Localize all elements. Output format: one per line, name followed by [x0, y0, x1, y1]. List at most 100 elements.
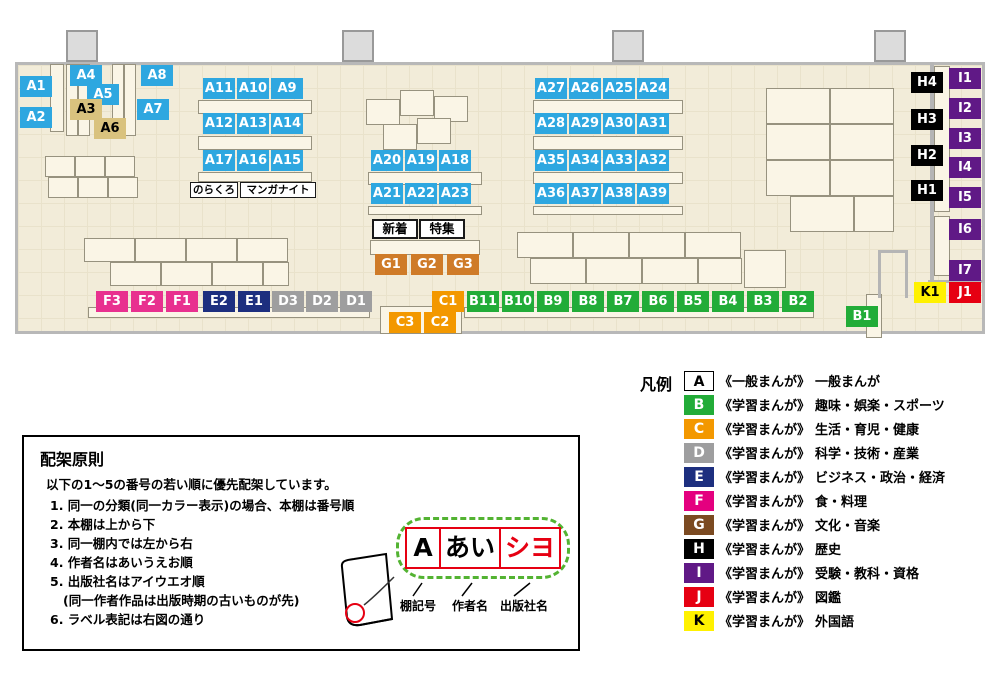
shelf-block [830, 160, 894, 196]
annotation-shelf-code: 棚記号 [400, 599, 437, 613]
legend-category: 図鑑 [815, 591, 842, 606]
shelf-block [84, 238, 135, 262]
shelf-block [161, 262, 212, 286]
principles-rule-line: 6. ラベル表記は右図の通り [50, 612, 206, 627]
legend-item-C: C《学習まんが》生活・育児・健康 [684, 418, 994, 439]
shelf-block [186, 238, 237, 262]
shelf-label-I6: I6 [949, 219, 981, 240]
shelf-label-A37: A37 [569, 183, 601, 204]
legend-color-box: I [684, 562, 714, 583]
legend-color-box: G [684, 514, 714, 535]
legend-series-type: 《学習まんが》 [719, 471, 811, 486]
shelf-label-I5: I5 [949, 187, 981, 208]
shelf-label-A27: A27 [535, 78, 567, 99]
shelf-label-A16: A16 [237, 150, 269, 171]
shelf-label-A19: A19 [405, 150, 437, 171]
shelf-label-A38: A38 [603, 183, 635, 204]
legend-item-H: H《学習まんが》歴史 [684, 538, 994, 559]
shelf-label-A26: A26 [569, 78, 601, 99]
shelf-block [790, 196, 854, 232]
shelf-label-A2: A2 [20, 107, 52, 128]
shelf-label-D2: D2 [306, 291, 338, 312]
shelf-block [766, 88, 830, 124]
legend-category: 科学・技術・産業 [815, 447, 920, 462]
shelf-label-A1: A1 [20, 76, 52, 97]
legend-category: 外国語 [815, 615, 855, 630]
legend-series-type: 《一般まんが》 [719, 375, 811, 390]
principles-intro: 以下の1〜5の番号の若い順に優先配架しています。 [46, 477, 337, 492]
area-sign: 新着 [372, 219, 418, 239]
shelf-block [698, 258, 742, 284]
shelf-label-D1: D1 [340, 291, 372, 312]
shelf-label-A33: A33 [603, 150, 635, 171]
shelf-block [744, 250, 786, 288]
shelf-label-A6: A6 [94, 118, 126, 139]
shelf-label-A7: A7 [137, 99, 169, 120]
shelf-label-A17: A17 [203, 150, 235, 171]
annotation-author-name: 作者名 [452, 599, 489, 613]
shelf-label-A30: A30 [603, 113, 635, 134]
legend-color-box: A [684, 370, 714, 391]
annotation-publisher-name: 出版社名 [500, 599, 549, 613]
shelf-block [198, 172, 312, 182]
pillar [612, 30, 644, 62]
legend-item-E: E《学習まんが》ビジネス・政治・経済 [684, 466, 994, 487]
shelf-block [50, 64, 64, 132]
legend-series-type: 《学習まんが》 [719, 447, 811, 462]
shelf-block [212, 262, 263, 286]
shelf-label-B11: B11 [467, 291, 499, 312]
shelf-label-A10: A10 [237, 78, 269, 99]
shelf-block [370, 240, 480, 255]
shelf-label-J1: J1 [949, 282, 981, 303]
shelf-label-I7: I7 [949, 260, 981, 281]
shelf-label-B10: B10 [502, 291, 534, 312]
shelf-label-B6: B6 [642, 291, 674, 312]
shelf-label-A20: A20 [371, 150, 403, 171]
shelf-block [383, 124, 417, 150]
shelf-label-A11: A11 [203, 78, 235, 99]
shelf-block [105, 156, 135, 177]
shelf-label-B1: B1 [846, 306, 878, 327]
shelving-principles-box: 配架原則 以下の1〜5の番号の若い順に優先配架しています。 1. 同一の分類(同… [22, 435, 580, 651]
legend-color-box: D [684, 442, 714, 463]
shelf-block [530, 258, 586, 284]
principles-rule-line: (同一作者作品は出版時期の古いものが先) [50, 593, 300, 608]
shelf-label-A15: A15 [271, 150, 303, 171]
shelf-block [434, 96, 468, 122]
shelf-block [124, 64, 136, 136]
label-example: A あい シヨ [396, 517, 570, 579]
shelf-label-D3: D3 [272, 291, 304, 312]
legend-item-F: F《学習まんが》食・料理 [684, 490, 994, 511]
shelf-block [685, 232, 741, 258]
principles-rule-line: 1. 同一の分類(同一カラー表示)の場合、本棚は番号順 [50, 498, 355, 513]
shelf-block [934, 216, 950, 276]
legend-category: 文化・音楽 [815, 519, 881, 534]
shelf-label-G2: G2 [411, 254, 443, 275]
shelf-label-I2: I2 [949, 98, 981, 119]
shelf-block [263, 262, 289, 286]
principles-rule-line: 2. 本棚は上から下 [50, 517, 156, 532]
shelf-block [75, 156, 105, 177]
shelf-block [533, 206, 683, 215]
shelf-label-A28: A28 [535, 113, 567, 134]
legend-color-box: H [684, 538, 714, 559]
legend-category: ビジネス・政治・経済 [815, 471, 946, 486]
shelf-block [45, 156, 75, 177]
shelf-label-E2: E2 [203, 291, 235, 312]
legend-item-A: A 《一般まんが》一般まんが [684, 370, 994, 391]
pillar [66, 30, 98, 62]
shelf-block [198, 136, 312, 150]
shelf-block [586, 258, 642, 284]
principles-title: 配架原則 [40, 450, 105, 469]
legend-category: 一般まんが [815, 375, 881, 390]
shelf-label-C1: C1 [432, 291, 464, 312]
pillar [342, 30, 374, 62]
shelf-label-B9: B9 [537, 291, 569, 312]
label-publisher-name: シヨ [499, 527, 561, 569]
legend-item-D: D 《学習まんが》科学・技術・産業 [684, 442, 994, 463]
shelf-label-K1: K1 [914, 282, 946, 303]
shelf-label-A39: A39 [637, 183, 669, 204]
